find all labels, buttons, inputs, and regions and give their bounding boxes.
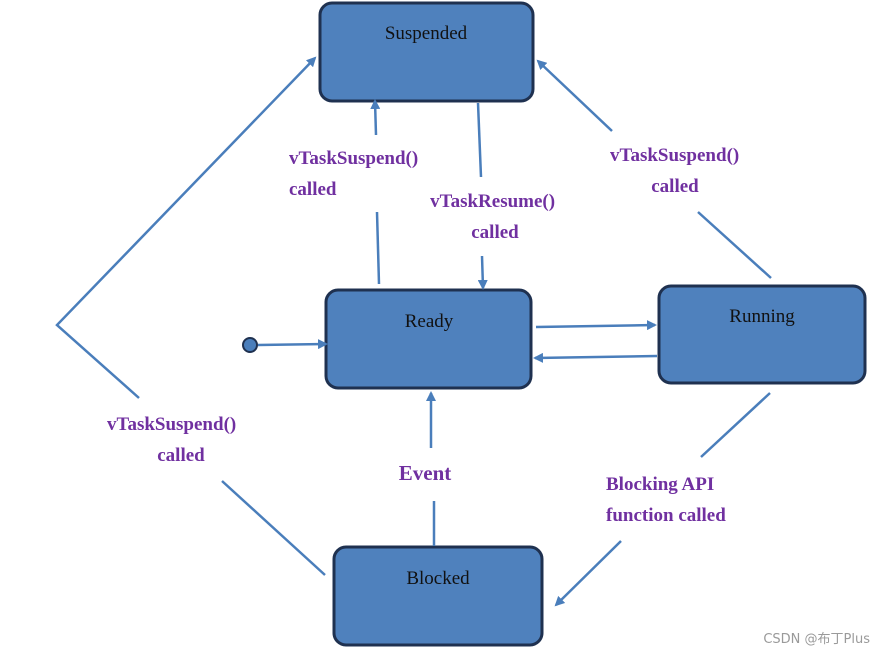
edge-running-to-suspended-head [536, 59, 613, 132]
watermark-text: CSDN @布丁Plus [763, 632, 870, 647]
state-running-label: Running [729, 306, 795, 327]
edge-suspended-to-ready-label: vTaskResume() called [430, 191, 560, 243]
edge-blocked-to-suspended-head [55, 56, 317, 399]
edge-blocked-to-suspended-label: vTaskSuspend() called [107, 414, 241, 466]
edge-blocked-to-suspended-tail [221, 480, 326, 576]
initial-arrow [257, 339, 328, 350]
edge-ready-to-suspended: vTaskSuspend() called [289, 99, 423, 285]
edge-suspended-to-ready-tail [476, 102, 483, 178]
edge-blocked-to-ready: Event [399, 391, 452, 546]
edge-blocked-to-suspended: vTaskSuspend() called [55, 56, 326, 576]
edge-blocked-to-ready-label: Event [399, 461, 452, 485]
state-suspended-label: Suspended [385, 23, 468, 44]
edge-running-to-blocked: Blocking API function called [554, 392, 771, 607]
edge-suspended-to-ready: vTaskResume() called [430, 102, 560, 290]
edge-ready-to-suspended-label: vTaskSuspend() called [289, 148, 423, 200]
edge-suspended-to-ready-head [477, 255, 488, 290]
state-blocked: Blocked [332, 545, 544, 647]
edge-running-to-suspended-label: vTaskSuspend() called [610, 145, 744, 197]
state-ready: Ready [324, 288, 533, 390]
edge-ready-to-suspended-tail [375, 211, 381, 285]
state-suspended: Suspended [318, 1, 535, 103]
initial-state [242, 337, 328, 353]
edge-running-to-blocked-label: Blocking API function called [606, 474, 726, 526]
edge-running-to-ready [533, 352, 658, 363]
edge-ready-to-running [535, 320, 657, 331]
edge-running-to-suspended-tail [697, 211, 772, 279]
state-blocked-label: Blocked [406, 568, 470, 589]
state-ready-label: Ready [405, 311, 454, 332]
edge-running-to-suspended: vTaskSuspend() called [536, 59, 772, 279]
edge-ready-to-suspended-head [370, 99, 381, 136]
edge-running-to-blocked-head [554, 540, 622, 607]
state-running: Running [657, 284, 867, 385]
edge-running-to-blocked-tail [700, 392, 771, 458]
initial-state-dot [242, 337, 258, 353]
